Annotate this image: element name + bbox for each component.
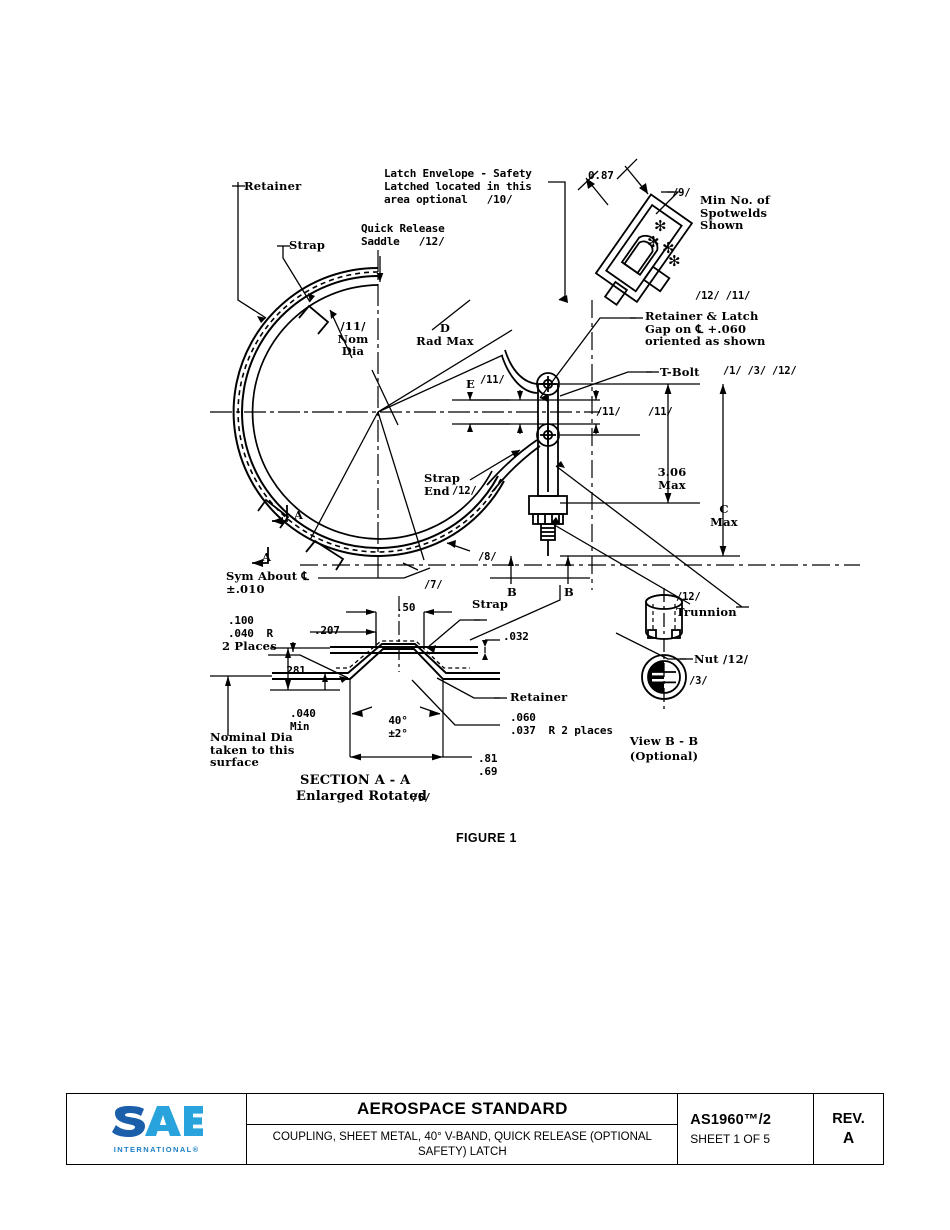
section-aa-dimensions — [210, 596, 507, 761]
sae-logo: INTERNATIONAL® — [111, 1105, 203, 1154]
label-quick-release-saddle: Quick Release Saddle /12/ — [361, 222, 445, 248]
svg-text:✻: ✻ — [662, 239, 675, 257]
latch-assembly — [486, 349, 568, 556]
label-d-rad-max: D Rad Max — [416, 321, 474, 348]
label-flag-11-right: /11/ — [648, 406, 673, 418]
figure-caption: FIGURE 1 — [456, 831, 517, 845]
label-section-arrow-a-upper: A — [294, 508, 304, 522]
label-e-dim: E — [466, 377, 475, 391]
label-dim-087: 0.87 — [588, 169, 614, 182]
label-dim-040-min: .040 Min — [290, 707, 316, 733]
label-dim-cmax: C Max — [710, 502, 738, 529]
bottom-centerline — [300, 300, 860, 590]
svg-text:✻: ✻ — [668, 252, 681, 270]
figure-1-drawing: ✻ ✻ ✻ ✻ — [210, 158, 860, 761]
vband-ring — [232, 266, 505, 557]
label-dim-50: .50 — [396, 601, 416, 614]
spotweld-detail — [594, 193, 694, 306]
leader-lines — [232, 181, 749, 660]
label-retainer-section: Retainer — [510, 690, 568, 704]
label-dim-306max: 3.06 Max — [657, 465, 687, 492]
label-t-bolt: T-Bolt — [660, 365, 700, 379]
label-flag-7: /7/ — [424, 579, 443, 591]
sae-logo-mark — [111, 1105, 203, 1137]
label-flag-8: /8/ — [478, 551, 497, 563]
svg-text:✻: ✻ — [654, 217, 667, 235]
label-dim-032: .032 — [503, 630, 529, 643]
label-flag-9: /9/ — [672, 187, 691, 199]
label-sym-about-cl: Sym About ℄ ±.010 — [226, 569, 310, 596]
label-dim-100-040-r: .100 .040 R — [228, 614, 273, 640]
svg-text:✻: ✻ — [647, 233, 660, 251]
label-view-bb: View B - B — [629, 734, 699, 748]
label-dim-b-left: B — [507, 585, 517, 599]
label-flag-12-11: /12/ /11/ — [695, 290, 751, 302]
label-nom-dia: /11/ Nom Dia — [337, 319, 369, 358]
sheet-number: SHEET 1 OF 5 — [690, 1132, 771, 1146]
label-nut: Nut /12/ — [694, 652, 749, 666]
label-dim-060-037-r: .060 .037 R 2 places — [510, 711, 613, 737]
label-min-spotwelds: Min No. of Spotwelds Shown — [700, 193, 771, 232]
section-arrows-aa — [252, 505, 288, 567]
label-t-bolt-flags: /1/ /3/ /12/ — [723, 365, 797, 377]
label-section-aa-sub: Enlarged Rotated — [296, 789, 428, 804]
label-flag-3: /3/ — [689, 675, 708, 687]
bb-dimension — [490, 556, 590, 584]
label-flag-11-left: /11/ — [596, 406, 621, 418]
label-trunnion: Trunnion — [676, 605, 737, 619]
title-block-title-cell: AEROSPACE STANDARD COUPLING, SHEET METAL… — [247, 1094, 679, 1164]
label-strap-end: Strap End — [424, 471, 461, 498]
sae-international-text: INTERNATIONAL® — [113, 1144, 200, 1154]
label-trunnion-flag: /12/ — [676, 591, 701, 603]
label-dim-207: .207 — [314, 624, 340, 637]
label-strap-section: Strap — [472, 597, 509, 611]
title-block-revision-cell: REV. A — [814, 1094, 883, 1164]
label-retainer-latch-gap: Retainer & Latch Gap on ℄ +.060 oriented… — [645, 309, 766, 348]
label-angle-40: 40° ±2° — [388, 714, 408, 740]
document-number: AS1960™/2 — [690, 1112, 772, 1128]
standard-description: COUPLING, SHEET METAL, 40° V-BAND, QUICK… — [272, 1130, 652, 1158]
label-nominal-dia-note: Nominal Dia taken to this surface — [210, 730, 295, 769]
spotweld-marks: ✻ ✻ ✻ ✻ — [647, 217, 681, 270]
label-dim-81-69: .81 .69 — [478, 752, 498, 778]
right-dimensions — [452, 383, 740, 557]
revision-value: A — [842, 1129, 855, 1147]
vband-strap-dashed — [237, 271, 502, 553]
title-block: INTERNATIONAL® AEROSPACE STANDARD COUPLI… — [66, 1093, 884, 1165]
revision-label: REV. — [832, 1110, 865, 1127]
label-view-bb-optional: (Optional) — [629, 749, 699, 763]
label-e-flag: /11/ — [480, 374, 505, 386]
label-dim-281: .281 — [280, 664, 306, 677]
radial-leaders — [309, 329, 513, 561]
label-two-places: 2 Places — [222, 639, 277, 653]
vband-inner — [251, 284, 493, 540]
standard-title: AEROSPACE STANDARD — [247, 1094, 678, 1125]
label-dim-b-right: B — [564, 585, 574, 599]
label-strap-end-flag: /12/ — [452, 485, 477, 497]
label-retainer-top: Retainer — [244, 179, 302, 193]
label-section-arrow-a-lower: A — [262, 550, 272, 564]
title-block-document-cell: AS1960™/2 SHEET 1 OF 5 — [678, 1094, 815, 1164]
label-section-aa-flag: /5/ — [412, 792, 431, 804]
ring-centerlines — [210, 250, 600, 580]
spotweld-leaders — [577, 158, 680, 215]
title-block-logo-cell: INTERNATIONAL® — [67, 1094, 248, 1164]
label-section-aa-title: SECTION A - A — [300, 773, 411, 788]
label-latch-envelope: Latch Envelope - Safety Latched located … — [384, 167, 532, 206]
label-strap-top: Strap — [289, 238, 326, 252]
